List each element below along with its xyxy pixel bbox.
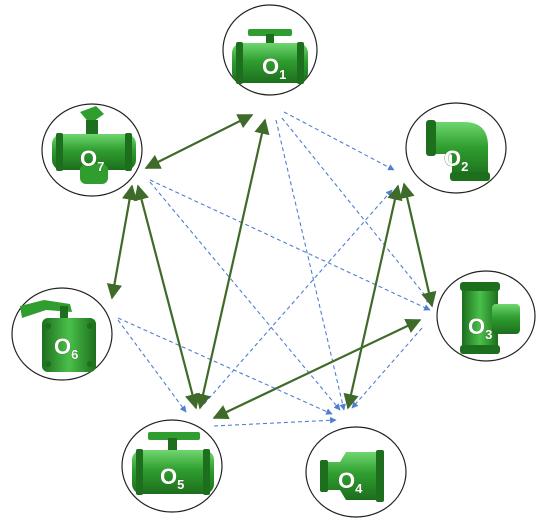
node-o5[interactable]: O5 [121, 419, 223, 513]
node-o1[interactable]: O1 [222, 4, 318, 96]
node-o3[interactable]: O3 [436, 270, 536, 362]
tee-fitting-icon [460, 282, 520, 354]
node-o3-label: O3 [468, 314, 492, 342]
node-o2[interactable]: O2 [405, 102, 507, 194]
edge-weak-o5-o2 [203, 189, 393, 405]
node-o1-label: O1 [262, 54, 286, 82]
elbow-fitting-icon [426, 120, 490, 181]
node-o6-label: O6 [54, 334, 78, 362]
edge-strong-o1-o5 [195, 118, 270, 410]
ball-valve-icon [132, 432, 214, 495]
edge-weak-o1-o4 [275, 119, 346, 411]
node-o5-label: O5 [160, 464, 184, 492]
node-o4[interactable]: O4 [305, 426, 407, 518]
edge-strong-o7-o5 [134, 184, 200, 410]
node-o2-label: O2 [444, 146, 468, 174]
edge-weak-o5-o4 [213, 416, 337, 427]
edge-strong-o2-o3 [399, 182, 437, 308]
reducer-fitting-icon [320, 450, 384, 502]
node-o7-label: O7 [80, 146, 104, 174]
butterfly-valve-icon [20, 300, 96, 372]
node-o6[interactable]: O6 [11, 287, 113, 381]
ball-valve-icon [232, 29, 308, 84]
edge-weak-o7-o3 [149, 179, 431, 311]
edge-weak-o7-o4 [149, 181, 341, 411]
edge-strong-o3-o5 [212, 319, 422, 419]
node-o7[interactable]: O7 [41, 103, 143, 197]
edges-layer [106, 111, 437, 427]
edge-strong-o2-o4 [343, 184, 403, 410]
edge-strong-o1-o7 [144, 114, 254, 169]
three-way-valve-icon [52, 106, 136, 184]
edge-strong-o6-o7 [106, 184, 138, 300]
edge-weak-o6-o4 [117, 317, 333, 415]
node-o4-label: O4 [338, 468, 363, 496]
